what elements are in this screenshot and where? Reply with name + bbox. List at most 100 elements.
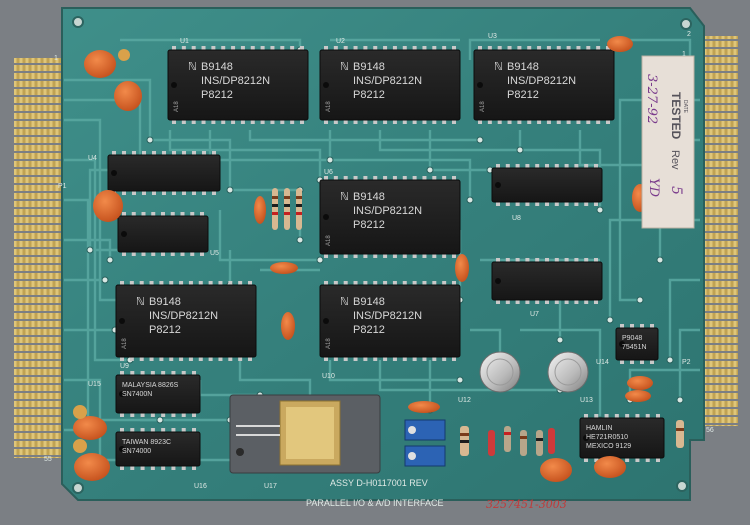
- ic-pin: [640, 360, 644, 364]
- ic-pin: [290, 120, 295, 124]
- ic-pin: [604, 414, 609, 418]
- ic-pin: [172, 191, 176, 195]
- ic-marking: P8212: [353, 219, 385, 231]
- ic-pin: [432, 176, 437, 180]
- ic-marking: MEXICO 9129: [586, 443, 631, 450]
- ic-body: [491, 167, 603, 203]
- ic-pin: [190, 252, 195, 256]
- tested-sticker: [641, 55, 695, 229]
- ref-u5: U5: [210, 250, 219, 257]
- left-edge-connector: [14, 58, 64, 458]
- ic-pin: [564, 258, 569, 262]
- ic-notch: [119, 391, 125, 397]
- ic-pin: [412, 46, 417, 50]
- capacitor: [254, 196, 266, 224]
- ic-pin: [191, 120, 196, 124]
- ic-marking: INS/DP8212N: [353, 310, 422, 322]
- ic-pin: [212, 151, 216, 155]
- ref-p2: P2: [682, 359, 691, 366]
- ic-pin: [535, 202, 540, 206]
- ref-u1: U1: [180, 38, 189, 45]
- ic-marking: P8212: [353, 324, 385, 336]
- ic-marking: B9148: [201, 61, 233, 73]
- resistors: [272, 188, 684, 456]
- ic-pin: [635, 458, 640, 462]
- ic-body: [117, 215, 209, 253]
- ic-pin: [172, 46, 176, 50]
- ic-marking: P9048: [622, 335, 642, 342]
- ic-pin: [432, 281, 437, 285]
- ref-p1: P1: [58, 183, 67, 190]
- ic-marking: P8212: [507, 89, 539, 101]
- ic-pin: [180, 212, 185, 216]
- ref-u7: U7: [530, 311, 539, 318]
- ic-pin: [181, 120, 186, 124]
- edge-pin-55-label: 55: [44, 456, 52, 463]
- ic-pin: [584, 458, 588, 462]
- tantalum-capacitor: [73, 439, 87, 453]
- capacitor: [627, 376, 653, 390]
- ic-pin: [122, 212, 126, 216]
- capacitor: [281, 312, 295, 340]
- trimmer-screw: [408, 452, 416, 460]
- ic-pin: [363, 254, 368, 258]
- ic-pin: [535, 300, 540, 304]
- ic-pin: [324, 176, 328, 180]
- ref-u6: U6: [324, 169, 333, 176]
- ic-pin: [228, 357, 233, 361]
- ic-pin: [324, 357, 328, 361]
- ic-notch: [583, 435, 589, 441]
- ic-pin: [238, 357, 243, 361]
- ic-pin: [260, 46, 265, 50]
- ic-pin: [221, 46, 226, 50]
- ic-pin: [442, 120, 447, 124]
- capacitor: [607, 36, 633, 52]
- ic-pin: [343, 357, 348, 361]
- ic-pin: [496, 300, 500, 304]
- ic-pin: [198, 357, 203, 361]
- ic-pin: [422, 120, 427, 124]
- ic-pin: [181, 371, 186, 375]
- ic-pin: [211, 46, 216, 50]
- sticker-date-label: DATE: [682, 100, 688, 114]
- ic-pin: [353, 357, 358, 361]
- ic-pin: [353, 176, 358, 180]
- ic-pin: [656, 414, 660, 418]
- capacitor: [625, 390, 651, 402]
- ic-pin: [614, 414, 619, 418]
- ic-pin: [131, 212, 136, 216]
- capacitor: [270, 262, 298, 274]
- ic-pin: [170, 252, 175, 256]
- ic-u4: [107, 151, 221, 195]
- ic-pin: [527, 120, 532, 124]
- handwritten-serial: 3257451-3003: [486, 498, 567, 511]
- ic-pin: [645, 414, 650, 418]
- ic-pin: [353, 281, 358, 285]
- ic-pin: [505, 202, 510, 206]
- ic-notch: [495, 182, 501, 188]
- ic-pin: [650, 324, 654, 328]
- ic-pin: [151, 212, 156, 216]
- ic-u8: [491, 164, 603, 206]
- national-semiconductor-logo-icon: ℕ: [340, 191, 349, 203]
- ic-pin: [564, 300, 569, 304]
- ic-pin: [248, 281, 252, 285]
- ic-pin: [574, 202, 579, 206]
- ic-pin: [231, 46, 236, 50]
- ref-u12: U12: [458, 397, 471, 404]
- ic-pin: [152, 191, 156, 195]
- ic-pin: [198, 281, 203, 285]
- ic-pin: [161, 428, 166, 432]
- ic-pin: [129, 357, 134, 361]
- ic-pin: [200, 252, 204, 256]
- ic-pin: [635, 414, 640, 418]
- ic-pin: [505, 164, 510, 168]
- resistor: [296, 188, 302, 230]
- ic-u7: [491, 258, 603, 304]
- resistor: [272, 188, 278, 230]
- resistor: [548, 428, 555, 454]
- ref-u3: U3: [488, 33, 497, 40]
- ic-pin: [574, 258, 579, 262]
